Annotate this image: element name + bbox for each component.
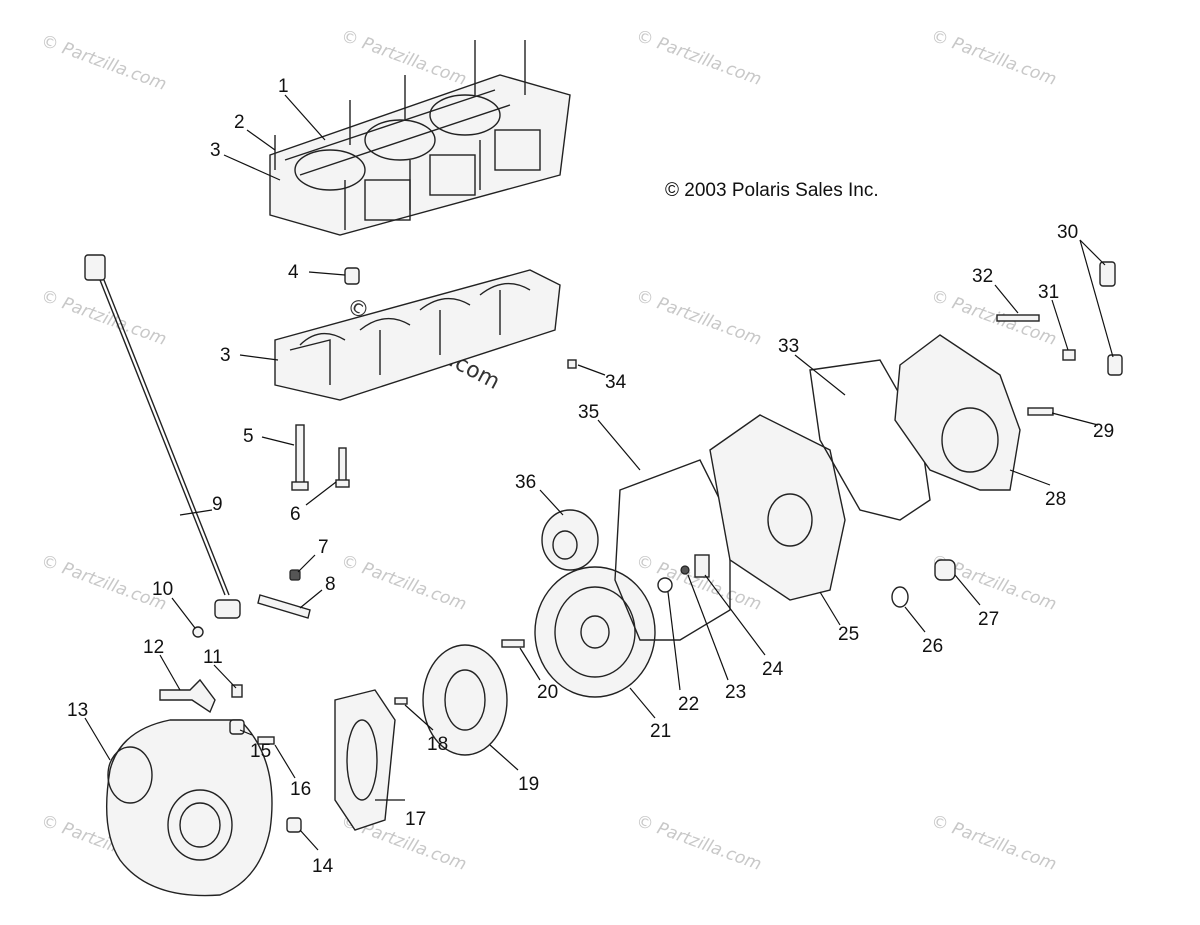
- callout-label: 6: [290, 504, 301, 525]
- upper-crankcase: [269, 40, 571, 236]
- callout-label: 23: [725, 682, 746, 703]
- screw: [394, 697, 408, 705]
- watermark: © Partzilla.com: [633, 811, 764, 875]
- outer-cover: [894, 334, 1021, 491]
- watermark: © Partzilla.com: [928, 26, 1059, 90]
- callout-label: 32: [972, 266, 993, 287]
- seal-ring: [891, 586, 909, 608]
- callout-label: 28: [1045, 489, 1066, 510]
- callout-label: 1: [278, 76, 289, 97]
- elbow-fitting: [1107, 354, 1123, 376]
- gasket: [614, 459, 731, 641]
- washer: [192, 626, 204, 638]
- bushing: [229, 719, 245, 735]
- watermark: © Partzilla.com: [38, 286, 169, 350]
- bolt: [1062, 349, 1076, 361]
- mounting-bracket-strip: [257, 594, 311, 619]
- elbow-fitting: [1099, 261, 1116, 287]
- bracket: [159, 678, 216, 714]
- o-ring: [657, 577, 673, 593]
- callout-label: 24: [762, 659, 784, 680]
- flywheel-bolt: [501, 639, 525, 648]
- callout-label: 30: [1057, 222, 1078, 243]
- callout-label: 19: [518, 774, 539, 795]
- starter-drive: [541, 509, 599, 571]
- callout-label: 2: [234, 112, 245, 133]
- callout-label: 5: [243, 426, 254, 447]
- watermark: © Partzilla.com: [633, 286, 764, 350]
- callout-label: 29: [1093, 421, 1114, 442]
- callout-label: 35: [578, 402, 599, 423]
- callout-label: 16: [290, 779, 311, 800]
- cap-plug: [934, 559, 956, 581]
- callout-label: 3: [220, 345, 231, 366]
- lower-crankcase: [274, 269, 561, 401]
- watermark: © Partzilla.com: [633, 26, 764, 90]
- starter-housing: [106, 719, 273, 897]
- watermark: © Partzilla.com: [928, 811, 1059, 875]
- callout-label: 31: [1038, 282, 1059, 303]
- callout-label: 10: [152, 579, 173, 600]
- long-bolt: [996, 314, 1040, 322]
- callout-label: 4: [288, 262, 299, 283]
- callout-label: 8: [325, 574, 336, 595]
- callout-label: 17: [405, 809, 426, 830]
- callout-label: 22: [678, 694, 699, 715]
- crankcase-bolts: [291, 424, 350, 491]
- callout-numbers: 1 2 3 3 4 5 6 7 8 9 10 11 12 13 14 15 16…: [67, 76, 1114, 877]
- small-plug: [680, 565, 690, 575]
- callout-label: 9: [212, 494, 223, 515]
- cover-gasket: [809, 359, 931, 521]
- callout-label: 34: [605, 372, 627, 393]
- callout-label: 21: [650, 721, 671, 742]
- callout-label: 26: [922, 636, 943, 657]
- callout-label: 15: [250, 741, 271, 762]
- watermark: © Partzilla.com: [338, 551, 469, 615]
- sensor-harness: [84, 254, 241, 619]
- leader-lines: [84, 94, 1114, 851]
- watermark: © Partzilla.com: [338, 26, 469, 90]
- callout-label: 11: [203, 647, 223, 668]
- watermark: © Partzilla.com: [38, 31, 169, 95]
- callout-label: 20: [537, 682, 558, 703]
- callout-label: 25: [838, 624, 859, 645]
- callout-label: 3: [210, 140, 221, 161]
- sleeve: [286, 817, 302, 833]
- callout-label: 14: [312, 856, 334, 877]
- callout-label: 33: [778, 336, 799, 357]
- callout-label: 13: [67, 700, 88, 721]
- small-screw: [289, 569, 301, 581]
- callout-label: 18: [427, 734, 448, 755]
- callout-label: 36: [515, 472, 536, 493]
- callout-label: 12: [143, 637, 164, 658]
- bolt: [1027, 407, 1054, 416]
- callout-label: 27: [978, 609, 999, 630]
- pin: [257, 736, 275, 745]
- bolt: [231, 684, 243, 698]
- flywheel: [534, 566, 656, 698]
- stator: [422, 644, 508, 756]
- copyright-notice: © 2003 Polaris Sales Inc.: [665, 180, 879, 201]
- watermark: © Partzilla.com: [38, 551, 169, 615]
- dowel-bushing: [344, 267, 360, 285]
- drive-cover: [709, 414, 846, 601]
- spring: [694, 554, 710, 578]
- plug: [567, 359, 577, 369]
- callout-label: 7: [318, 537, 329, 558]
- stator-plate: [334, 689, 396, 831]
